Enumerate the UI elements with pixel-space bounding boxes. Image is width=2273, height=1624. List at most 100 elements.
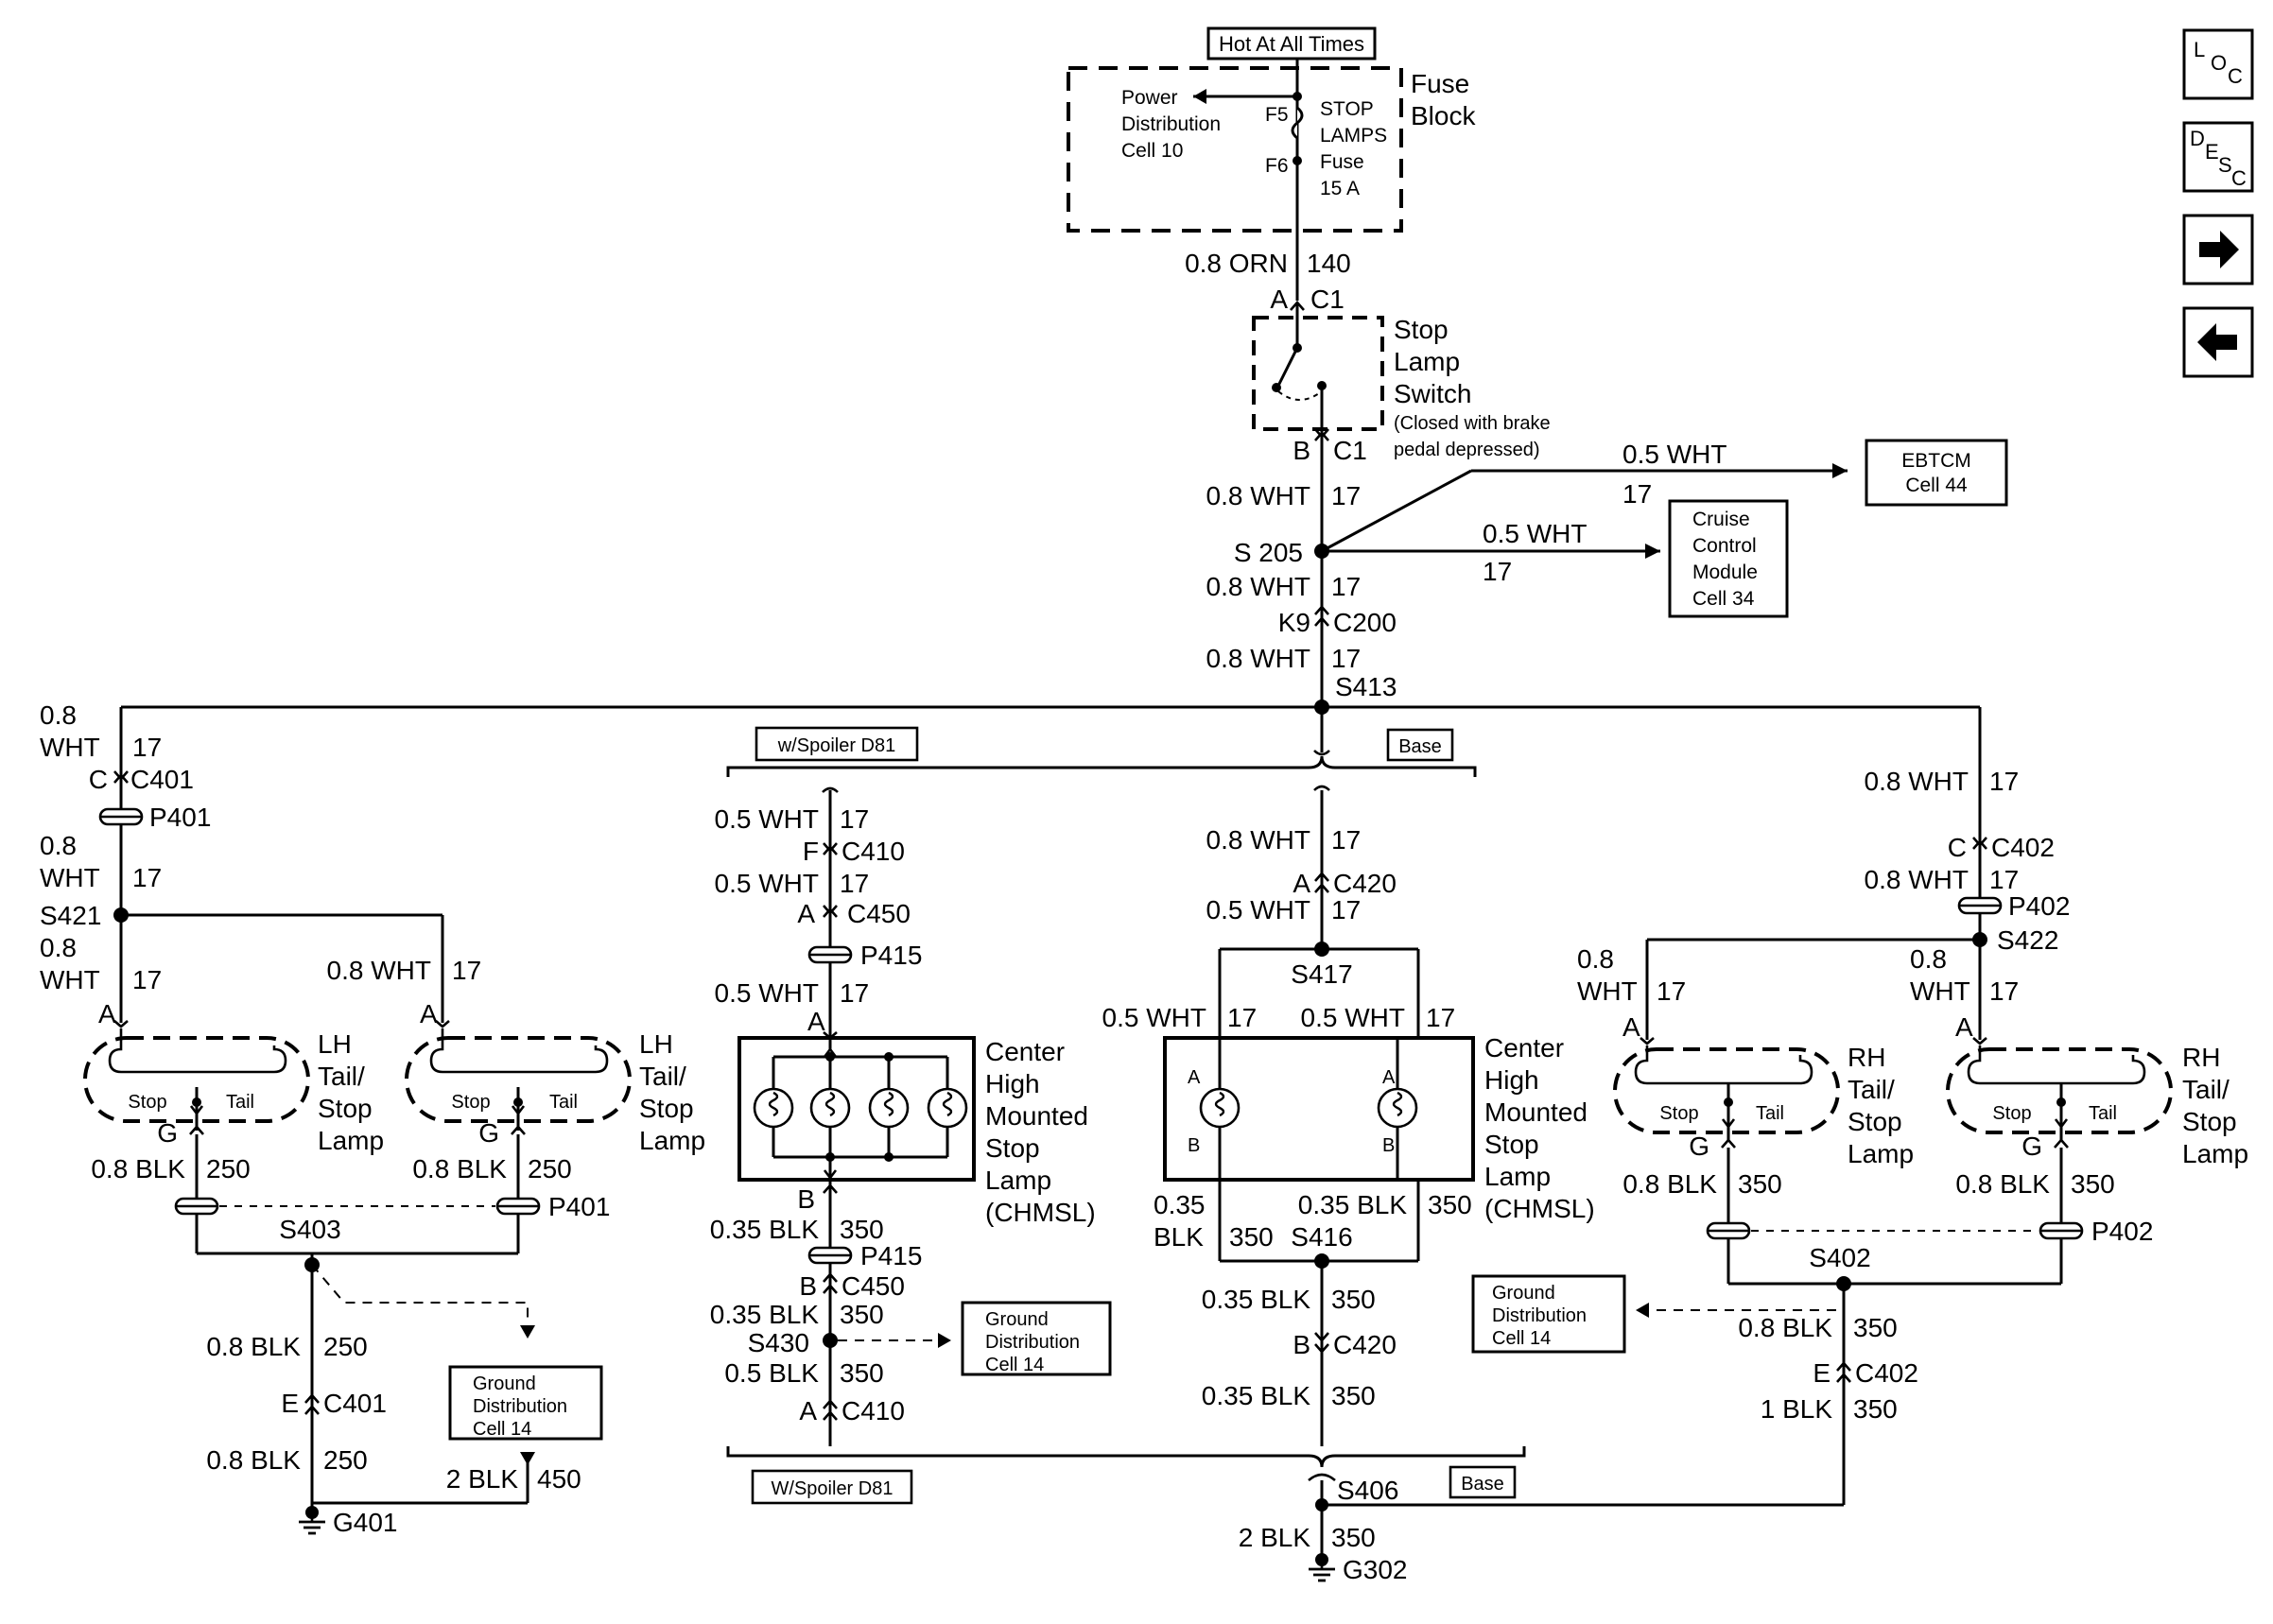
- desc-letter-d: D: [2190, 127, 2205, 150]
- arrow-down-icon: [520, 1452, 535, 1465]
- chmsl-b-w1: 0.8 WHT: [1206, 825, 1310, 855]
- stop-switch-name-2: Lamp: [1394, 347, 1460, 376]
- connector-c420b: [1314, 1332, 1329, 1354]
- lh-p401: P401: [149, 803, 211, 832]
- arrow-right-icon: [1645, 544, 1660, 559]
- chmsl-b-bulb-a-l: A: [1188, 1067, 1201, 1088]
- chmsl-b-name-4: Stop: [1484, 1130, 1539, 1159]
- power-dist-label-3: Cell 10: [1121, 140, 1183, 162]
- lh-passthrough-p401-2: [495, 1197, 541, 1216]
- lh-lamp1-outline: [83, 1036, 310, 1123]
- splice-s205-label: S 205: [1234, 538, 1303, 567]
- chmsl-s-gd-3: Cell 14: [985, 1355, 1044, 1375]
- rh-gd-1: Ground: [1492, 1283, 1555, 1304]
- rh-p402b: P402: [2091, 1217, 2153, 1246]
- loc-letter-c: C: [2228, 64, 2243, 88]
- base-top-label: Base: [1398, 736, 1442, 757]
- chmsl-s-gd-2: Distribution: [985, 1332, 1080, 1353]
- chmsl-b-blk-l-2: BLK: [1154, 1222, 1204, 1252]
- chmsl-b-w2: 0.5 WHT: [1206, 895, 1310, 924]
- switch-pivot: [1272, 383, 1281, 392]
- fuse-node-top: [1293, 92, 1302, 101]
- chmsl-b-bulb-b-l: B: [1188, 1135, 1200, 1156]
- lh-lamp2-name-1: LH: [639, 1029, 673, 1059]
- base-bottom-label: Base: [1461, 1474, 1504, 1494]
- chmsl-s-c350c: 350: [840, 1358, 884, 1388]
- loc-button[interactable]: L O C: [2182, 28, 2254, 100]
- next-button[interactable]: [2182, 214, 2254, 285]
- chmsl-b-g302: G302: [1343, 1555, 1408, 1584]
- lh-circuit-4: 17: [452, 956, 481, 985]
- rh-passthrough-p402-1: [1706, 1221, 1751, 1240]
- ebtcm-circuit-label: 17: [1622, 479, 1652, 509]
- lh-wire-3-2: WHT: [40, 965, 100, 994]
- lh-blk-4: 0.8 BLK: [206, 1445, 301, 1475]
- chmsl-s-w2: 0.5 WHT: [715, 869, 819, 898]
- rh-cl: 17: [1657, 976, 1686, 1006]
- lh-passthrough-p401-1: [174, 1197, 219, 1216]
- rh-wl-2: WHT: [1577, 976, 1638, 1006]
- lh-pin-g1: G: [157, 1118, 178, 1148]
- chmsl-b-name-3: Mounted: [1484, 1097, 1588, 1127]
- stop-switch-outline: [1252, 316, 1384, 431]
- trunk-circuit-1: 17: [1331, 481, 1361, 510]
- rh-c1: 17: [1989, 767, 2019, 796]
- chmsl-s-gd-1: Ground: [985, 1309, 1049, 1330]
- f5-label: F5: [1265, 104, 1289, 126]
- cruise-wire-label: 0.5 WHT: [1483, 519, 1587, 548]
- lh-ground-dist-link: [311, 1264, 529, 1318]
- lh-lamp2-stop: Stop: [451, 1092, 490, 1113]
- bulb-icon: [1377, 1087, 1418, 1129]
- arrow-left-icon: [2197, 323, 2237, 361]
- fuse-node-bottom: [1293, 156, 1302, 165]
- chmsl-b-blk3: 2 BLK: [1239, 1523, 1311, 1552]
- chmsl-s-name-6: (CHMSL): [985, 1198, 1096, 1227]
- chmsl-spoiler-break: [822, 786, 839, 793]
- stop-switch-note-2: pedal depressed): [1394, 440, 1540, 460]
- desc-button[interactable]: D E S C: [2182, 121, 2254, 193]
- ebtcm-label-1: EBTCM: [1901, 450, 1971, 472]
- lh-lamp1-name-2: Tail/: [318, 1062, 365, 1091]
- connector-c420: [1314, 872, 1329, 893]
- desc-letter-e: E: [2205, 140, 2219, 164]
- rh-lamp2-tail: Tail: [2089, 1103, 2117, 1124]
- lh-pin-e: E: [281, 1389, 299, 1418]
- spoiler-top-box: [755, 726, 919, 762]
- fuse-name-1: STOP: [1320, 98, 1374, 120]
- trunk-section: 0.8 WHT 17 S 205 0.8 WHT 17 K9 C200 0.8 …: [121, 463, 1980, 756]
- rh-lamp2-outline: [1946, 1047, 2173, 1134]
- ground-g401-icon: [297, 1511, 327, 1535]
- rh-w2: 0.8 WHT: [1865, 865, 1969, 894]
- chmsl-s-c410: C410: [842, 837, 905, 866]
- rh-gd-2: Distribution: [1492, 1305, 1587, 1326]
- previous-button[interactable]: [2182, 306, 2254, 378]
- trunk-circuit-2: 17: [1331, 572, 1361, 601]
- rh-cr: 17: [1989, 976, 2019, 1006]
- lh-lamp-1: Stop Tail: [83, 1028, 310, 1131]
- rh-passthrough-p402-2: [2039, 1221, 2084, 1240]
- chmsl-s-name-4: Stop: [985, 1133, 1040, 1163]
- option-break-top: [1313, 750, 1330, 756]
- chmsl-b-name-2: High: [1484, 1065, 1539, 1095]
- rh-c2: 17: [1989, 865, 2019, 894]
- rh-pin-a1: A: [1622, 1012, 1640, 1042]
- desc-letter-c: C: [2231, 166, 2247, 190]
- arrow-right-icon: [2199, 231, 2239, 268]
- chmsl-s-s430: S430: [748, 1328, 809, 1357]
- rh-lamp2-name-3: Stop: [2182, 1107, 2237, 1136]
- lh-wire-top-2: WHT: [40, 733, 100, 762]
- chmsl-b-c350b: 350: [1331, 1381, 1376, 1410]
- rh-wr-1: 0.8: [1910, 944, 1947, 974]
- trunk-wire-1: 0.8 WHT: [1206, 481, 1310, 510]
- option-bracket-top: [726, 755, 1477, 777]
- spoiler-top-label: w/Spoiler D81: [777, 735, 896, 756]
- chmsl-s-node-top-2: [884, 1052, 894, 1062]
- switch-actuator: [1277, 390, 1323, 401]
- chmsl-s-blk1: 0.35 BLK: [710, 1215, 820, 1244]
- connector-c402b: [1836, 1361, 1851, 1383]
- lh-blk-3: 0.8 BLK: [206, 1332, 301, 1361]
- chmsl-s-pin-f: F: [803, 837, 819, 866]
- chmsl-b-c350l: 350: [1229, 1222, 1274, 1252]
- fuse-block-label-1: Fuse: [1411, 69, 1469, 98]
- chmsl-b-bottom-break: [1308, 1473, 1336, 1482]
